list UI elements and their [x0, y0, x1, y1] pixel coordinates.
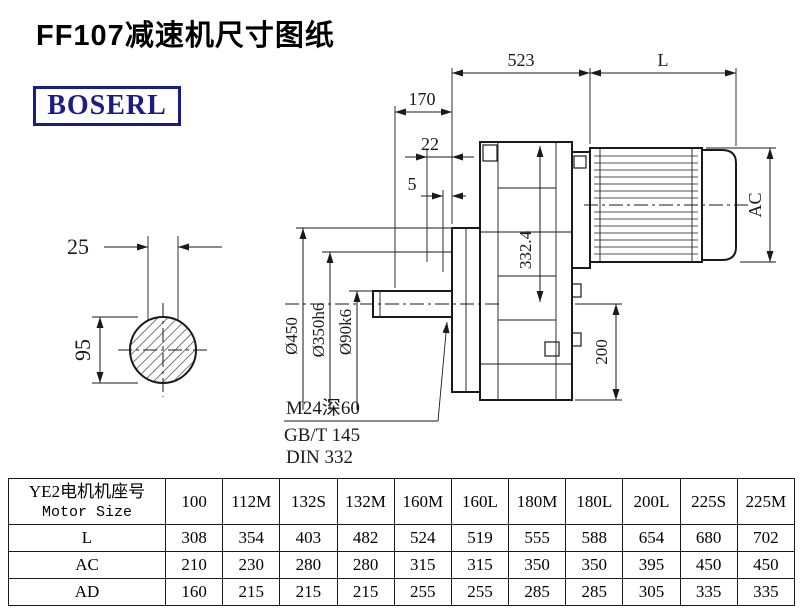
- frame-size-col-header: 132S: [279, 478, 338, 525]
- value-cell: 354: [222, 524, 281, 552]
- fan-cover: [701, 149, 737, 261]
- value-cell: 335: [736, 578, 796, 606]
- value-cell: 210: [164, 551, 224, 579]
- frame-size-col-header: 200L: [622, 478, 681, 525]
- motor-flange: [571, 151, 591, 269]
- oil-plug: [571, 332, 582, 347]
- motor-size-header-cell: YE2电机机座号 Motor Size: [8, 478, 166, 525]
- dim-332-label: 332.4: [516, 230, 535, 269]
- value-cell: 315: [393, 551, 452, 579]
- frame-size-col-header: 112M: [222, 478, 281, 525]
- value-cell: 702: [736, 524, 796, 552]
- dim-row-L: L 308 354 403 482 524 519 555 588 654 68…: [8, 524, 796, 552]
- row-label-L: L: [8, 524, 166, 552]
- oil-plug: [571, 283, 582, 298]
- header-label-en: Motor Size: [41, 503, 132, 521]
- dim-diam-90-label: Ø90k6: [336, 309, 355, 355]
- value-cell: 403: [279, 524, 338, 552]
- value-cell: 519: [450, 524, 510, 552]
- header-row: YE2电机机座号 Motor Size 100 112M 132S 132M 1…: [8, 478, 796, 525]
- value-cell: 680: [679, 524, 738, 552]
- value-cell: 654: [622, 524, 681, 552]
- value-cell: 450: [736, 551, 796, 579]
- shaft-section-circle: [129, 316, 197, 384]
- dim-AC-label: AC: [745, 192, 765, 217]
- value-cell: 280: [336, 551, 395, 579]
- dim-diam-350-label: Ø350h6: [309, 303, 328, 358]
- value-cell: 255: [450, 578, 510, 606]
- value-cell: 588: [565, 524, 624, 552]
- value-cell: 335: [679, 578, 738, 606]
- value-cell: 285: [565, 578, 624, 606]
- technical-drawing: 25 95: [67, 50, 776, 468]
- dim-25-label: 25: [67, 234, 89, 259]
- dim-200-label: 200: [592, 339, 611, 365]
- note-m24-label: M24深60: [286, 397, 360, 419]
- dim-row-AD: AD 160 215 215 215 255 255 285 285 305 3…: [8, 578, 796, 606]
- value-cell: 450: [679, 551, 738, 579]
- header-label-cn: YE2电机机座号: [28, 482, 146, 502]
- motor-fins: [594, 155, 698, 255]
- frame-size-col-header: 160M: [393, 478, 452, 525]
- value-cell: 215: [222, 578, 281, 606]
- value-cell: 215: [336, 578, 395, 606]
- frame-size-col-header: 100: [164, 478, 224, 525]
- value-cell: 524: [393, 524, 452, 552]
- thread-notes: M24深60 GB/T 145 DIN 332: [284, 321, 450, 468]
- section-hatch-mark: [573, 155, 587, 169]
- dim-22-label: 22: [421, 134, 439, 154]
- value-cell: 230: [222, 551, 281, 579]
- value-cell: 350: [565, 551, 624, 579]
- frame-size-col-header: 132M: [336, 478, 395, 525]
- page-title: FF107减速机尺寸图纸: [36, 20, 335, 52]
- value-cell: 395: [622, 551, 681, 579]
- value-cell: 255: [393, 578, 452, 606]
- row-label-AD: AD: [8, 578, 166, 606]
- dimensions: 523 L 170 22 5 AC 332.4: [282, 50, 776, 410]
- section-hatch-mark: [544, 341, 560, 357]
- value-cell: 280: [279, 551, 338, 579]
- value-cell: 350: [508, 551, 567, 579]
- note-din-label: DIN 332: [286, 447, 353, 468]
- value-cell: 160: [164, 578, 224, 606]
- gearbox-side-view: [285, 141, 748, 401]
- note-gbt-label: GB/T 145: [284, 425, 360, 446]
- dim-95-label: 95: [70, 339, 95, 361]
- value-cell: 555: [508, 524, 567, 552]
- frame-size-col-header: 160L: [450, 478, 510, 525]
- frame-size-col-header: 225S: [679, 478, 738, 525]
- frame-size-col-header: 180M: [508, 478, 567, 525]
- shaft-end-view: 25 95: [67, 234, 222, 397]
- dim-row-AC: AC 210 230 280 280 315 315 350 350 395 4…: [8, 551, 796, 579]
- value-cell: 308: [164, 524, 224, 552]
- dim-95: 95: [70, 316, 138, 384]
- row-label-AC: AC: [8, 551, 166, 579]
- value-cell: 482: [336, 524, 395, 552]
- section-hatch-mark: [482, 144, 498, 162]
- value-cell: 215: [279, 578, 338, 606]
- frame-size-col-header: 180L: [565, 478, 624, 525]
- dim-25: 25: [67, 234, 222, 321]
- value-cell: 285: [508, 578, 567, 606]
- dim-170-label: 170: [409, 89, 436, 109]
- dim-523-label: 523: [508, 50, 535, 70]
- gear-housing: [479, 141, 573, 401]
- logo-text: BOSERL: [47, 90, 167, 121]
- boserl-logo: BOSERL: [33, 86, 181, 126]
- motor-size-table: YE2电机机座号 Motor Size 100 112M 132S 132M 1…: [8, 478, 796, 606]
- dim-5-label: 5: [408, 174, 417, 194]
- dim-L-label: L: [658, 50, 669, 70]
- dim-diam-450-label: Ø450: [282, 317, 301, 355]
- frame-size-col-header: 225M: [736, 478, 796, 525]
- value-cell: 315: [450, 551, 510, 579]
- value-cell: 305: [622, 578, 681, 606]
